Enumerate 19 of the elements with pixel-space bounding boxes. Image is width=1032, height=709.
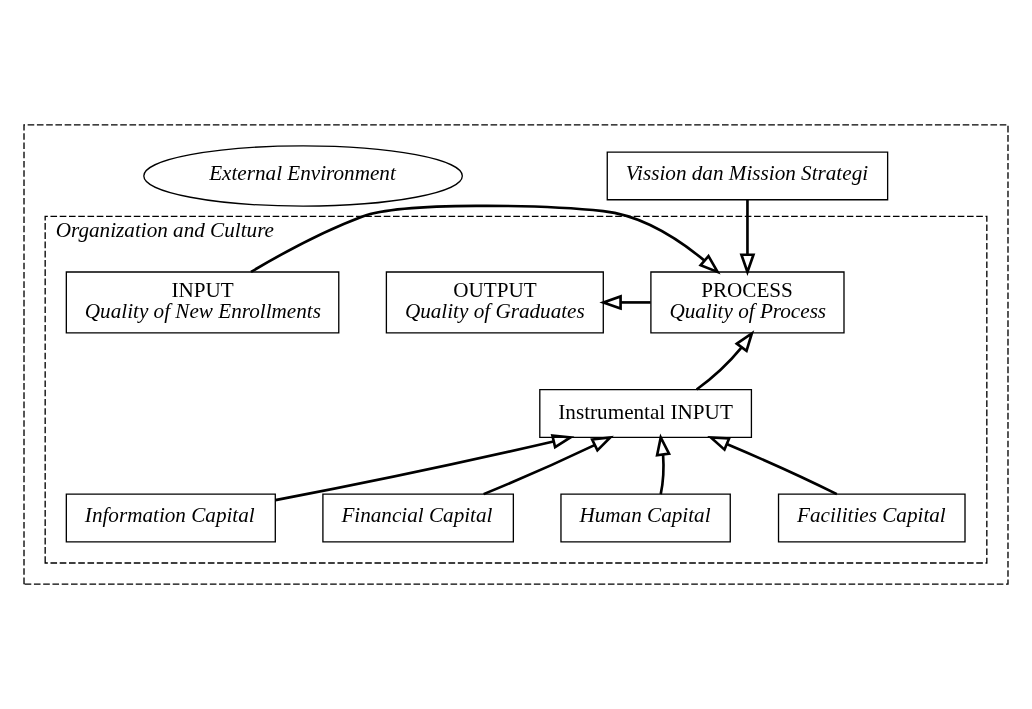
node-box: Human Capital bbox=[560, 493, 731, 543]
node-box: Instrumental INPUT bbox=[539, 389, 753, 438]
node-box: Vission dan Mission Strategi bbox=[606, 151, 889, 201]
node-box: Information Capital bbox=[65, 493, 276, 543]
node-box: PROCESS Quality of Process bbox=[650, 271, 845, 334]
node-box: INPUT Quality of New Enrollments bbox=[65, 271, 340, 334]
arrow bbox=[250, 204, 721, 275]
node-box: Facilities Capital bbox=[777, 493, 966, 543]
arrow bbox=[599, 294, 651, 311]
node-box: OUTPUT Quality of Graduates bbox=[385, 271, 604, 334]
arrow bbox=[707, 435, 838, 496]
arrow bbox=[483, 435, 614, 496]
cluster bbox=[23, 124, 1009, 585]
arrow bbox=[655, 433, 672, 495]
node-box: Financial Capital bbox=[322, 493, 514, 543]
node-ellipse: External Environment bbox=[143, 145, 463, 207]
arrow bbox=[739, 200, 756, 276]
arrow bbox=[695, 330, 755, 391]
arrow bbox=[275, 434, 575, 502]
